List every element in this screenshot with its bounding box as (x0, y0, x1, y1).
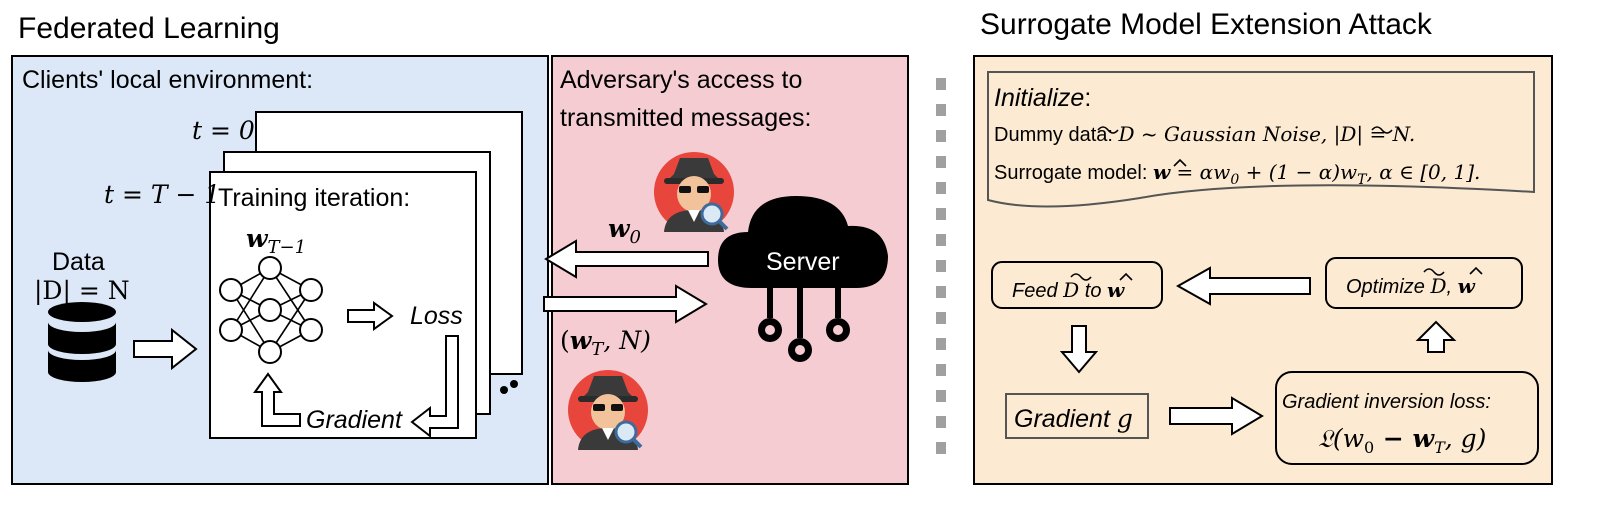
optimize-label: Optimize D, w (1346, 274, 1475, 298)
database-icon (48, 302, 116, 382)
arrow-data-to-network (133, 327, 198, 371)
server-label: Server (766, 248, 840, 276)
adversary-heading-line1: Adversary's access to (560, 66, 803, 94)
adversary-heading-line2: transmitted messages: (560, 104, 812, 132)
inversion-formula: 𝔏(w0 − wT, g) (1318, 424, 1487, 457)
gradient-box (1005, 393, 1149, 439)
arrow-gradient-to-network (253, 372, 301, 427)
arrow-gradient-to-inversion (1169, 396, 1264, 436)
tT-label: t = T − 1 (104, 180, 221, 209)
separator-dots (936, 78, 946, 454)
arrow-optimize-to-feed (1175, 266, 1311, 306)
gradient-g-label: Gradient g (1014, 404, 1133, 433)
weights-label: wT−1 (246, 224, 307, 258)
feed-label: Feed D to w (1012, 278, 1125, 302)
training-iteration-label: Training iteration: (218, 184, 411, 212)
inversion-box (1275, 371, 1539, 465)
arrow-feed-to-gradient (1059, 325, 1099, 374)
arrow-network-to-loss (347, 301, 394, 331)
gradient-label: Gradient (306, 406, 402, 434)
dummy-data-line: Dummy data: D ~ Gaussian Noise, |D| = N. (994, 122, 1416, 146)
server-cloud-icon (718, 196, 888, 362)
adversary-icon-bottom (566, 368, 650, 452)
adversary-icon-top (652, 150, 736, 234)
data-size-label: |D| = N (34, 276, 130, 305)
wT-N-label: (wT, N) (560, 326, 651, 360)
arrow-client-to-server (543, 284, 708, 324)
attack-title: Surrogate Model Extension Attack (980, 8, 1432, 41)
client-heading: Clients' local environment: (22, 66, 314, 94)
initialize-box (987, 71, 1535, 208)
federated-title: Federated Learning (18, 12, 280, 45)
feed-box (991, 261, 1163, 309)
arrow-inversion-to-optimize (1415, 320, 1457, 353)
initialize-title: Initialize: (994, 84, 1092, 112)
card-training (209, 171, 477, 439)
data-label: Data (52, 248, 105, 276)
t0-label: t = 0 (192, 116, 255, 145)
arrow-loss-to-gradient (410, 335, 459, 439)
loss-label: Loss (410, 302, 463, 330)
w0-label: w0 (608, 214, 641, 248)
arrow-server-to-client (544, 239, 709, 279)
surrogate-model-line: Surrogate model: w = αw0 + (1 − α)wT, α … (994, 160, 1481, 188)
inversion-title: Gradient inversion loss: (1282, 391, 1491, 413)
